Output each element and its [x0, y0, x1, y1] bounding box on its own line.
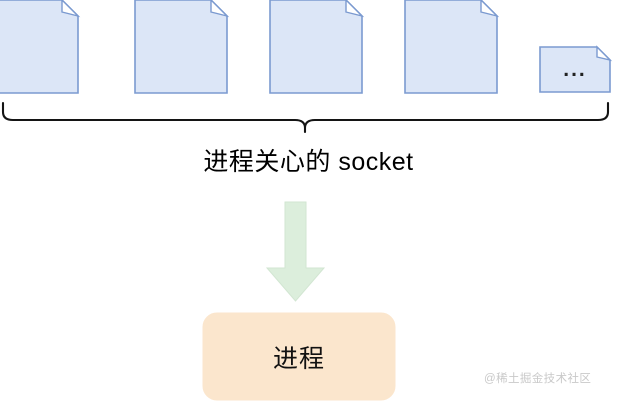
- socket-card-ellipsis-label: ...: [563, 57, 587, 81]
- process-box-label: 进程: [272, 344, 325, 373]
- socket-card-3-fold: [345, 0, 365, 18]
- socket-card-ellipsis-body: [539, 46, 611, 93]
- process-box: [202, 312, 396, 401]
- socket-card-2: [134, 0, 230, 94]
- watermark-text: @稀土掘金技术社区: [484, 373, 592, 385]
- socket-card-2-body: [134, 0, 228, 94]
- socket-group-label: 进程关心的 socket: [203, 148, 414, 176]
- socket-card-4: [404, 0, 500, 94]
- socket-card-ellipsis-fold: [596, 45, 613, 62]
- socket-card-4-fold: [480, 0, 500, 18]
- socket-card-1-body: [0, 0, 79, 94]
- socket-group-brace: [1, 101, 610, 134]
- socket-card-1-fold: [61, 0, 81, 18]
- socket-card-2-fold: [210, 0, 230, 18]
- flow-arrow-down: [265, 201, 326, 302]
- socket-card-3: [269, 0, 365, 94]
- socket-card-ellipsis: [539, 45, 613, 93]
- socket-card-group: [0, 0, 613, 94]
- socket-card-1: [0, 0, 81, 94]
- socket-card-3-body: [269, 0, 363, 94]
- socket-card-4-body: [404, 0, 498, 94]
